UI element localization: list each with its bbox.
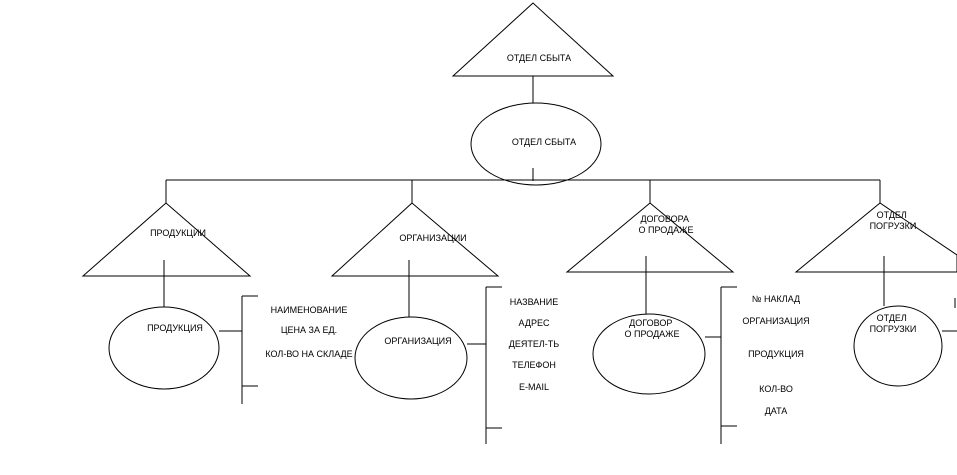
organizations-triangle <box>330 202 500 277</box>
contracts-triangle-label-line-2: О ПРОДАЖЕ <box>639 225 694 235</box>
organizations-attr-phone: ТЕЛЕФОН <box>512 360 556 370</box>
products-ellipse-label: ПРОДУКЦИЯ <box>147 323 203 333</box>
root-ellipse-label-line: ОТДЕЛ СБЫТА <box>512 137 576 147</box>
root-ellipse-label: ОТДЕЛ СБЫТА <box>512 137 576 147</box>
organizations-triangle-label: ОРГАНИЗАЦИИ <box>399 233 466 243</box>
products-triangle <box>81 202 252 277</box>
shipping-ellipse-label-line-1: ОТДЕЛ <box>877 313 907 323</box>
root-triangle-label: ОТДЕЛ СБЫТА <box>507 53 571 63</box>
organizations-triangle-label-line: ОРГАНИЗАЦИИ <box>399 233 466 243</box>
root-triangle-label-line: ОТДЕЛ СБЫТА <box>507 53 571 63</box>
products-ellipse-label-line: ПРОДУКЦИЯ <box>147 323 203 333</box>
contracts-ellipse-label-line-2: О ПРОДАЖЕ <box>625 329 680 339</box>
contracts-attr-product: ПРОДУКЦИЯ <box>748 349 804 359</box>
contracts-triangle-label-line-1: ДОГОВОРА <box>640 214 689 224</box>
organizations-attr-title: НАЗВАНИЕ <box>510 297 559 307</box>
shipping-ellipse-label: ОТДЕЛ ПОГРУЗКИ <box>870 313 917 334</box>
branch-products: ПРОДУКЦИИ ПРОДУКЦИЯ НАИМЕНОВАНИЕ ЦЕНА ЗА… <box>81 202 353 404</box>
organizations-attr-activity: ДЕЯТЕЛ-ТЬ <box>509 339 559 349</box>
products-ellipse <box>108 306 220 390</box>
organizations-ellipse-label: ОРГАНИЗАЦИЯ <box>384 336 451 346</box>
contracts-triangle-label: ДОГОВОРА О ПРОДАЖЕ <box>639 214 694 235</box>
contracts-triangle <box>565 202 735 273</box>
root-triangle <box>451 2 615 77</box>
products-attr-stock: КОЛ-ВО НА СКЛАДЕ <box>265 349 352 359</box>
products-triangle-label: ПРОДУКЦИИ <box>150 228 206 238</box>
root-ellipse <box>470 102 602 186</box>
contracts-attr-organization: ОРГАНИЗАЦИЯ <box>742 316 809 326</box>
shipping-triangle <box>794 202 957 273</box>
products-attr-name: НАИМЕНОВАНИЕ <box>271 305 348 315</box>
contracts-attr-date: ДАТА <box>765 406 788 416</box>
shipping-ellipse <box>853 305 943 387</box>
branch-shipping: ОТДЕЛ ПОГРУЗКИ ОТДЕЛ ПОГРУЗКИ <box>794 202 957 387</box>
branch-contracts: ДОГОВОРА О ПРОДАЖЕ ДОГОВОР О ПРОДАЖЕ № Н… <box>565 202 810 444</box>
products-attr-price: ЦЕНА ЗА ЕД. <box>281 325 337 335</box>
contracts-ellipse-label-line-1: ДОГОВОР <box>629 318 672 328</box>
contracts-ellipse-label: ДОГОВОР О ПРОДАЖЕ <box>625 318 680 339</box>
contracts-ellipse <box>592 313 706 395</box>
shipping-triangle-label-line-1: ОТДЕЛ <box>877 210 907 220</box>
shipping-triangle-label: ОТДЕЛ ПОГРУЗКИ <box>870 210 917 231</box>
products-triangle-label-line: ПРОДУКЦИИ <box>150 228 206 238</box>
root-node: ОТДЕЛ СБЫТА ОТДЕЛ СБЫТА <box>451 2 615 186</box>
organizations-ellipse <box>354 316 468 400</box>
contracts-attr-invoice: № НАКЛАД <box>752 294 800 304</box>
shipping-triangle-label-line-2: ПОГРУЗКИ <box>870 221 917 231</box>
contracts-attr-quantity: КОЛ-ВО <box>759 384 793 394</box>
organizations-attr-address: АДРЕС <box>519 318 550 328</box>
shipping-ellipse-label-line-2: ПОГРУЗКИ <box>870 324 917 334</box>
organizations-ellipse-label-line: ОРГАНИЗАЦИЯ <box>384 336 451 346</box>
branch-organizations: ОРГАНИЗАЦИИ ОРГАНИЗАЦИЯ НАЗВАНИЕ АДРЕС Д… <box>330 202 559 444</box>
organizations-attr-email: E-MAIL <box>519 382 549 392</box>
